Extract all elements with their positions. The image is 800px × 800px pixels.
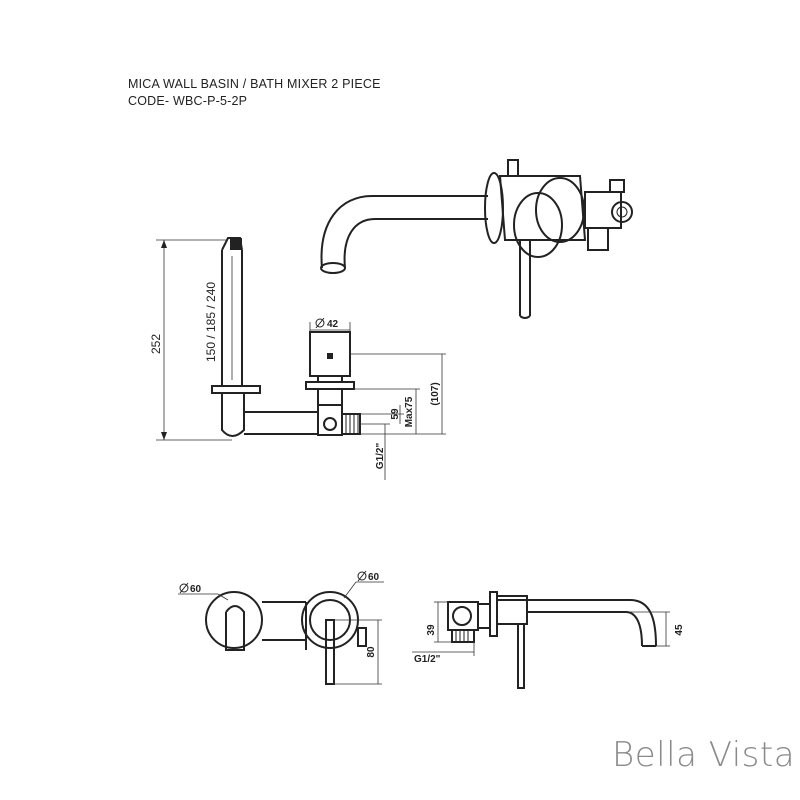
dim-body-height: 39: [426, 624, 437, 636]
iso-spout-bottom: [343, 218, 488, 269]
wall-plate-side: [489, 591, 498, 637]
knob-side: [496, 595, 528, 625]
iso-bottom-inlet: [587, 227, 609, 251]
side-elevation: 252 150 / 185 / 240: [149, 237, 446, 480]
spout-plate-front: [205, 591, 263, 649]
product-code: CODE- WBC-P-5-2P: [128, 94, 248, 108]
mixer-wall-plate: [305, 381, 355, 390]
spout-side-top: [497, 599, 657, 647]
dim-inlet-thread-bottom: G1/2": [414, 654, 441, 665]
dim-body-diameter: 42: [327, 319, 339, 330]
mixer-body-neck: [317, 388, 343, 406]
spout-side-bottom: [527, 611, 643, 647]
spout-wall-plate: [211, 385, 261, 394]
diameter-symbol: [315, 318, 325, 328]
title-block: MICA WALL BASIN / BATH MIXER 2 PIECE COD…: [128, 76, 381, 110]
mixer-handle-front: [325, 619, 335, 685]
iso-mount-tab-right: [609, 179, 625, 193]
dim-max-depth: Max75: [404, 396, 415, 427]
front-view: 60 60 80: [178, 570, 384, 685]
product-title: MICA WALL BASIN / BATH MIXER 2 PIECE: [128, 77, 381, 91]
brand-logo: Bella Vista: [612, 735, 796, 775]
iso-mixer-knob: [513, 192, 563, 258]
side-inlet-fitting: [341, 413, 361, 435]
iso-mount-tab-left: [507, 159, 519, 177]
isometric-view: [320, 159, 633, 319]
dim-depth-total: (107): [430, 382, 441, 405]
handle-side: [517, 623, 525, 689]
bottom-inlet-side: [451, 629, 475, 643]
iso-spout-outlet: [320, 262, 346, 274]
iso-spout-top: [320, 195, 488, 269]
spout-body: [221, 393, 245, 437]
dim-plate-left-diameter: 60: [190, 584, 202, 595]
valve-port-side: [452, 606, 472, 626]
valve-port: [323, 417, 337, 431]
dim-inlet-offset: 59: [390, 408, 401, 420]
dim-plate-right-diameter: 60: [368, 572, 380, 583]
dim-handle-length: 80: [366, 646, 377, 658]
dim-overall-height: 252: [149, 334, 163, 354]
iso-inlet-housing: [584, 191, 622, 229]
dim-inlet-thread-side: G1/2": [375, 443, 386, 470]
dim-spout-lengths: 150 / 185 / 240: [204, 282, 218, 362]
iso-valve-body: [498, 175, 587, 241]
dim-spout-drop: 45: [674, 624, 685, 636]
spout-front: [225, 605, 245, 651]
iso-inlet-port: [611, 201, 633, 223]
bottom-side-view: 39 G1/2" 45: [412, 591, 685, 689]
